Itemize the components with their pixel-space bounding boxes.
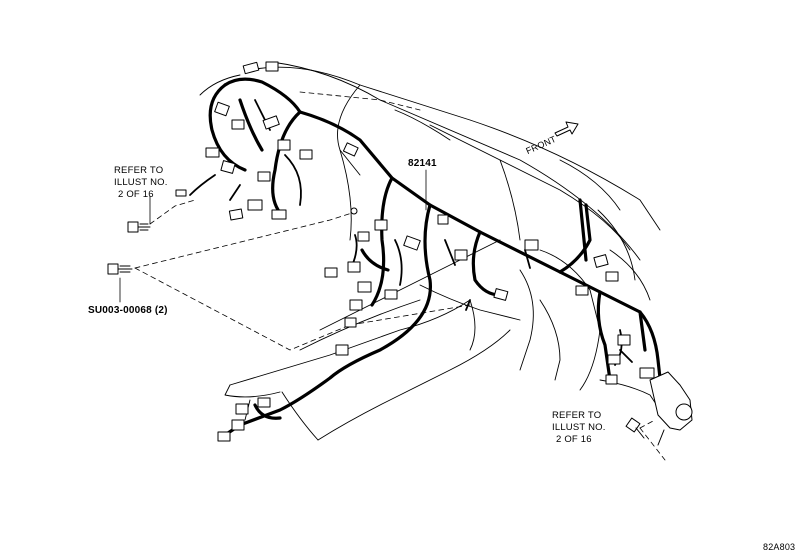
refer-right-line-1: REFER TO [552,410,602,421]
bolt-right [625,417,645,439]
refer-left-line-1: REFER TO [114,165,164,176]
main-harness-wire [208,77,662,437]
refer-right-line-2: ILLUST NO. [552,422,606,433]
refer-left-line-3: 2 OF 16 [118,189,154,200]
instrument-panel-outline [199,61,661,441]
figure-code: 82A803 [763,542,796,552]
refer-left-line-2: ILLUST NO. [114,177,168,188]
bolt-top [127,221,151,233]
connector-blocks [205,61,655,442]
refer-right-line-3: 2 OF 16 [556,434,592,445]
clip-top [175,189,358,215]
front-arrow-icon [554,121,579,137]
dashed-reference-lines [134,91,666,461]
bolt-part-label: SU003-00068 (2) [88,305,168,316]
branch-wires [189,99,633,366]
bolt-middle [107,263,133,275]
part-number-label: 82141 [408,158,437,169]
leader-lines [119,169,427,303]
junction-block [649,371,693,446]
